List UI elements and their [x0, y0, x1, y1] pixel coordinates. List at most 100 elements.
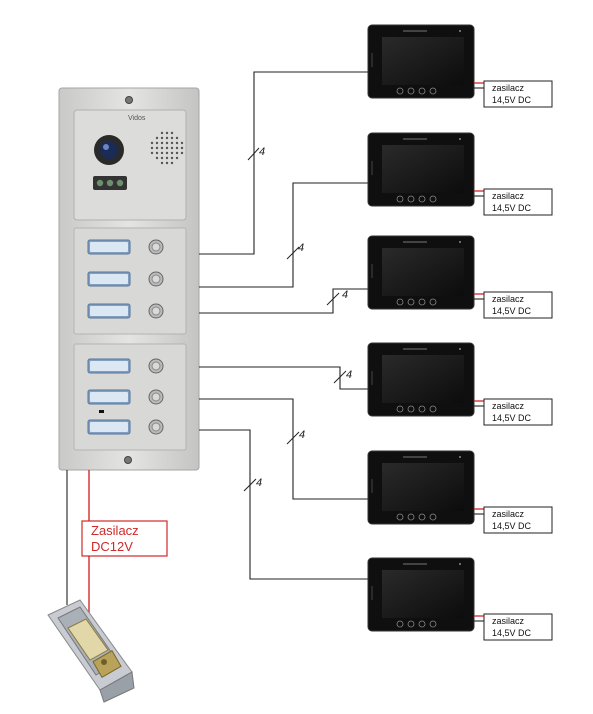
- grille-hole: [160, 131, 164, 135]
- wire-count-marks: 4 4 4 4 4 4: [243, 146, 352, 492]
- name-plate-window: [90, 422, 128, 432]
- lock-supply-label-line1: Zasilacz: [91, 523, 139, 538]
- supply-label-line1: zasilacz: [492, 616, 525, 626]
- grille-hole: [155, 141, 159, 145]
- monitor-button: [418, 298, 426, 306]
- monitor-button: [429, 405, 437, 413]
- monitor-screen: [382, 248, 464, 296]
- bus-wires: [199, 71, 368, 580]
- wire-count-label: 4: [256, 477, 262, 489]
- grille-hole: [170, 141, 174, 145]
- grille-hole: [150, 141, 154, 145]
- monitor-button: [418, 513, 426, 521]
- grille-hole: [170, 131, 174, 135]
- monitor-button: [418, 405, 426, 413]
- supply-label-line1: zasilacz: [492, 191, 525, 201]
- grille-hole: [160, 136, 164, 140]
- monitor-button: [407, 298, 415, 306]
- monitor-power-supply: [483, 398, 553, 426]
- grille-hole: [155, 156, 159, 160]
- grille-hole: [150, 151, 154, 155]
- supply-label-line1: zasilacz: [492, 294, 525, 304]
- monitor-button: [407, 405, 415, 413]
- supply-label-line1: zasilacz: [492, 401, 525, 411]
- grille-hole: [160, 146, 164, 150]
- camera-module: [73, 109, 187, 221]
- grille-hole: [180, 151, 184, 155]
- grille-hole: [155, 151, 159, 155]
- name-plate-window: [90, 306, 128, 316]
- monitor-button: [407, 87, 415, 95]
- grille-hole: [170, 136, 174, 140]
- name-plate-window: [90, 392, 128, 402]
- monitor-button: [396, 195, 404, 203]
- supply-label-line2: 14,5V DC: [492, 203, 532, 213]
- name-plate-window: [90, 361, 128, 371]
- grille-hole: [180, 146, 184, 150]
- name-plate-window: [90, 242, 128, 252]
- monitor-button: [418, 87, 426, 95]
- monitor-button: [407, 195, 415, 203]
- monitor-screen: [382, 37, 464, 85]
- grille-hole: [160, 161, 164, 165]
- monitor-power-supply: [483, 613, 553, 641]
- monitor-screen: [382, 355, 464, 403]
- grille-hole: [175, 141, 179, 145]
- grille-hole: [150, 146, 154, 150]
- monitor-button: [407, 620, 415, 628]
- indoor-monitor: zasilacz 14,5V DC: [367, 557, 553, 641]
- supply-label-line2: 14,5V DC: [492, 628, 532, 638]
- grille-hole: [160, 156, 164, 160]
- grille-hole: [165, 141, 169, 145]
- monitor-power-supply: [483, 188, 553, 216]
- monitor-power-supply: [483, 291, 553, 319]
- indoor-monitor: zasilacz 14,5V DC: [367, 342, 553, 426]
- monitor-button: [429, 195, 437, 203]
- grille-hole: [165, 156, 169, 160]
- grille-hole: [175, 146, 179, 150]
- grille-hole: [165, 151, 169, 155]
- grille-hole: [175, 151, 179, 155]
- monitor-button: [429, 87, 437, 95]
- monitor-screen: [382, 570, 464, 618]
- grille-hole: [175, 156, 179, 160]
- indoor-monitor: zasilacz 14,5V DC: [367, 450, 553, 534]
- supply-label-line2: 14,5V DC: [492, 306, 532, 316]
- grille-hole: [165, 131, 169, 135]
- monitor-screen: [382, 145, 464, 193]
- name-plate-window: [90, 274, 128, 284]
- panel-brand: Vidos: [128, 115, 146, 122]
- grille-hole: [170, 156, 174, 160]
- monitor-button: [407, 513, 415, 521]
- status-led: [99, 410, 104, 413]
- supply-label-line1: zasilacz: [492, 83, 525, 93]
- wire-count-label: 4: [259, 146, 265, 158]
- monitor-button: [396, 513, 404, 521]
- monitor-screen: [382, 463, 464, 511]
- monitor-button: [396, 620, 404, 628]
- monitor-power-supply: [483, 506, 553, 534]
- grille-hole: [160, 151, 164, 155]
- monitor-button: [396, 298, 404, 306]
- supply-label-line1: zasilacz: [492, 509, 525, 519]
- wire-count-label: 4: [342, 289, 348, 301]
- grille-hole: [175, 136, 179, 140]
- wire-count-label: 4: [298, 242, 304, 254]
- wire-count-label: 4: [299, 429, 305, 441]
- supply-label-line2: 14,5V DC: [492, 413, 532, 423]
- indoor-monitor: zasilacz 14,5V DC: [367, 235, 553, 319]
- grille-hole: [165, 161, 169, 165]
- indoor-monitor: zasilacz 14,5V DC: [367, 132, 553, 216]
- lock-power-supply: Zasilacz DC12V: [66, 470, 168, 622]
- grille-hole: [155, 146, 159, 150]
- grille-hole: [170, 151, 174, 155]
- grille-hole: [170, 161, 174, 165]
- monitor-button: [429, 620, 437, 628]
- monitor-button: [429, 513, 437, 521]
- grille-hole: [155, 136, 159, 140]
- supply-label-line2: 14,5V DC: [492, 95, 532, 105]
- grille-hole: [170, 146, 174, 150]
- supply-label-line2: 14,5V DC: [492, 521, 532, 531]
- monitor-button: [396, 405, 404, 413]
